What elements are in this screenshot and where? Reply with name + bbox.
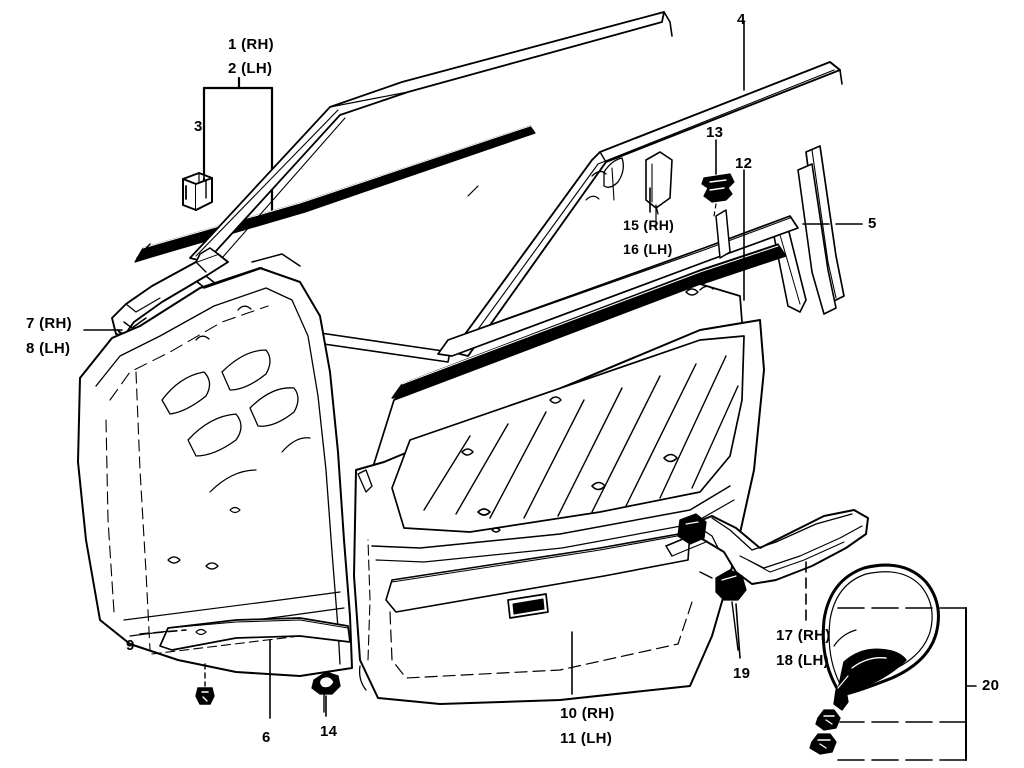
callout-11: 11 (LH) [560,730,613,747]
callout-3: 3 [194,118,203,135]
callout-16: 16 (LH) [623,241,673,257]
part-14-escutcheon [311,671,341,713]
callout-20: 20 [982,677,1000,694]
part-17-18-armrest [665,509,869,585]
part-6-door-outer-panel [77,253,353,677]
leader-19 [735,603,741,659]
callout-2: 2 (LH) [228,60,273,77]
callout-5: 5 [868,215,877,232]
part-9-screw [195,663,215,705]
callout-8: 8 (LH) [26,340,71,357]
leader-lines [83,21,977,761]
callout-17: 17 (RH) [776,627,831,644]
part-13-grommet [701,173,735,217]
callout-9: 9 [126,637,135,654]
callout-19: 19 [733,665,751,682]
callout-14: 14 [320,723,338,740]
callout-18: 18 (LH) [776,652,829,669]
door-upper-frame-rail [437,215,799,357]
callout-1: 1 (RH) [228,36,274,53]
leader-9 [139,629,187,635]
part-10-11-trim-panel [353,319,765,705]
part-20-door-mirror [809,563,940,755]
part-19-screw [699,569,747,651]
callout-12: 12 [735,155,753,172]
callout-15: 15 (RH) [623,217,675,233]
part-15-16-handle-bezel [655,205,659,215]
part-6-lower-sill-strip [159,617,351,651]
callout-13: 13 [706,124,724,141]
callout-6: 6 [262,729,271,746]
callout-4: 4 [737,11,746,28]
callout-10: 10 (RH) [560,705,615,722]
part-4-door-glass-left [189,11,673,267]
callout-7: 7 (RH) [26,315,72,332]
